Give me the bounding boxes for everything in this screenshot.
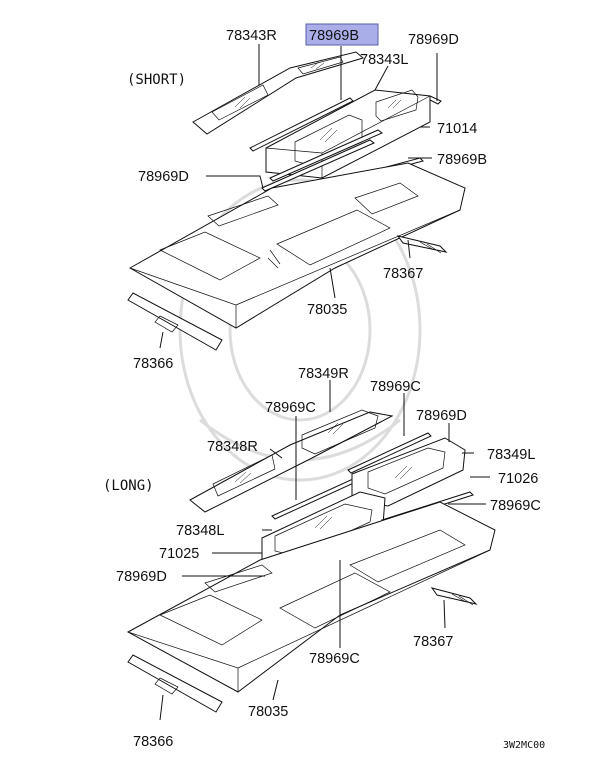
diagram-code: 3W2MC00 — [503, 740, 545, 751]
long-leader-lines — [159, 380, 490, 721]
callout-78969d-left[interactable]: 78969D — [138, 169, 189, 185]
callout-71025[interactable]: 71025 — [159, 546, 199, 562]
long-variant-label: (LONG) — [103, 478, 154, 494]
callout-78343r[interactable]: 78343R — [226, 28, 277, 44]
callout-78349l[interactable]: 78349L — [487, 447, 535, 463]
highlighted-part-box — [305, 23, 379, 46]
long-roof-assembly — [126, 409, 496, 713]
callout-78035-short[interactable]: 78035 — [307, 302, 347, 318]
callout-78969b-highlighted[interactable]: 78969B — [309, 28, 359, 44]
callout-78035-long[interactable]: 78035 — [248, 704, 288, 720]
callout-78367-long[interactable]: 78367 — [413, 634, 453, 650]
callout-78366-short[interactable]: 78366 — [133, 356, 173, 372]
callout-78348l[interactable]: 78348L — [176, 523, 224, 539]
callout-71026[interactable]: 71026 — [498, 471, 538, 487]
callout-71014[interactable]: 71014 — [437, 121, 477, 137]
callout-78969d-top[interactable]: 78969D — [408, 32, 459, 48]
callout-78348r[interactable]: 78348R — [207, 439, 258, 455]
callout-78367-short[interactable]: 78367 — [383, 266, 423, 282]
callout-78969c-bottom[interactable]: 78969C — [309, 651, 360, 667]
callout-78343l[interactable]: 78343L — [360, 52, 408, 68]
callout-78969c-top[interactable]: 78969C — [370, 379, 421, 395]
callout-78969c-mid[interactable]: 78969C — [265, 400, 316, 416]
callout-78969c-right[interactable]: 78969C — [490, 498, 541, 514]
callout-78969b[interactable]: 78969B — [437, 152, 487, 168]
callout-78366-long[interactable]: 78366 — [133, 734, 173, 750]
callout-78969d-long-left[interactable]: 78969D — [116, 569, 167, 585]
short-leader-lines — [159, 44, 438, 349]
short-roof-assembly — [127, 51, 466, 351]
callout-78969d-right[interactable]: 78969D — [416, 408, 467, 424]
short-variant-label: (SHORT) — [127, 72, 186, 88]
callout-78349r[interactable]: 78349R — [298, 366, 349, 382]
